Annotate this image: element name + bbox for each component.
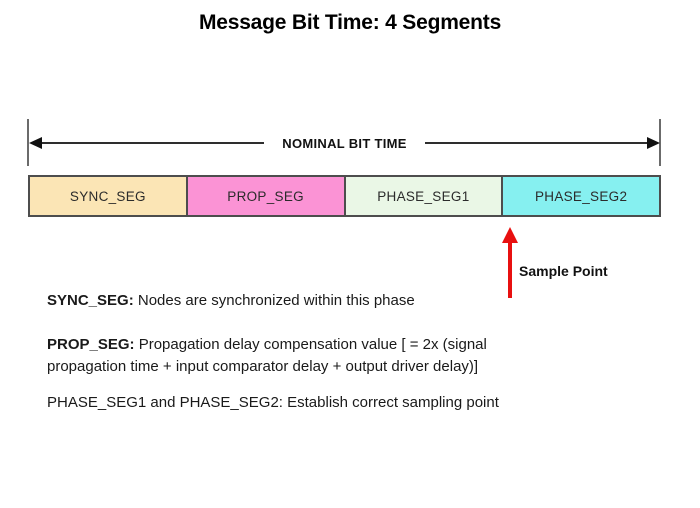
sample-point-arrow-shaft <box>508 241 512 298</box>
segment-label: PROP_SEG <box>227 188 304 204</box>
segment-phase-seg1: PHASE_SEG1 <box>343 175 504 217</box>
description-text: Propagation delay compensation value [ =… <box>138 336 487 353</box>
segment-phase-seg2: PHASE_SEG2 <box>501 175 661 217</box>
arrow-line-right <box>424 142 648 144</box>
description-prop-seg: PROP_SEG: Propagation delay compensation… <box>47 334 547 378</box>
nominal-bit-time-arrow: NOMINAL BIT TIME <box>29 132 661 154</box>
segment-label: PHASE_SEG1 <box>377 188 470 204</box>
sample-point-label: Sample Point <box>519 263 608 279</box>
left-boundary-tick <box>27 119 29 166</box>
segment-prop-seg: PROP_SEG <box>185 175 346 217</box>
description-text: Nodes are synchronized within this phase <box>137 292 415 309</box>
nominal-bit-time-label: NOMINAL BIT TIME <box>282 135 407 151</box>
arrow-left-icon <box>29 137 42 149</box>
arrow-line-left <box>42 142 265 144</box>
description-text: PHASE_SEG1 and PHASE_SEG2: Establish cor… <box>47 394 499 411</box>
bit-segments-bar: SYNC_SEG PROP_SEG PHASE_SEG1 PHASE_SEG2 <box>28 175 661 217</box>
segment-label: SYNC_SEG <box>69 188 146 204</box>
segment-label: PHASE_SEG2 <box>534 188 628 204</box>
page-title: Message Bit Time: 4 Segments <box>198 11 502 34</box>
sample-point-arrow-icon <box>502 227 518 243</box>
description-term: PROP_SEG: <box>47 336 135 353</box>
description-text-continued: propagation time + input comparator dela… <box>47 358 479 375</box>
segment-sync-seg: SYNC_SEG <box>28 175 188 217</box>
description-term: SYNC_SEG: <box>47 292 134 309</box>
description-phase-segs: PHASE_SEG1 and PHASE_SEG2: Establish cor… <box>47 392 499 414</box>
description-sync-seg: SYNC_SEG: Nodes are synchronized within … <box>47 290 415 312</box>
arrow-right-icon <box>647 137 661 149</box>
